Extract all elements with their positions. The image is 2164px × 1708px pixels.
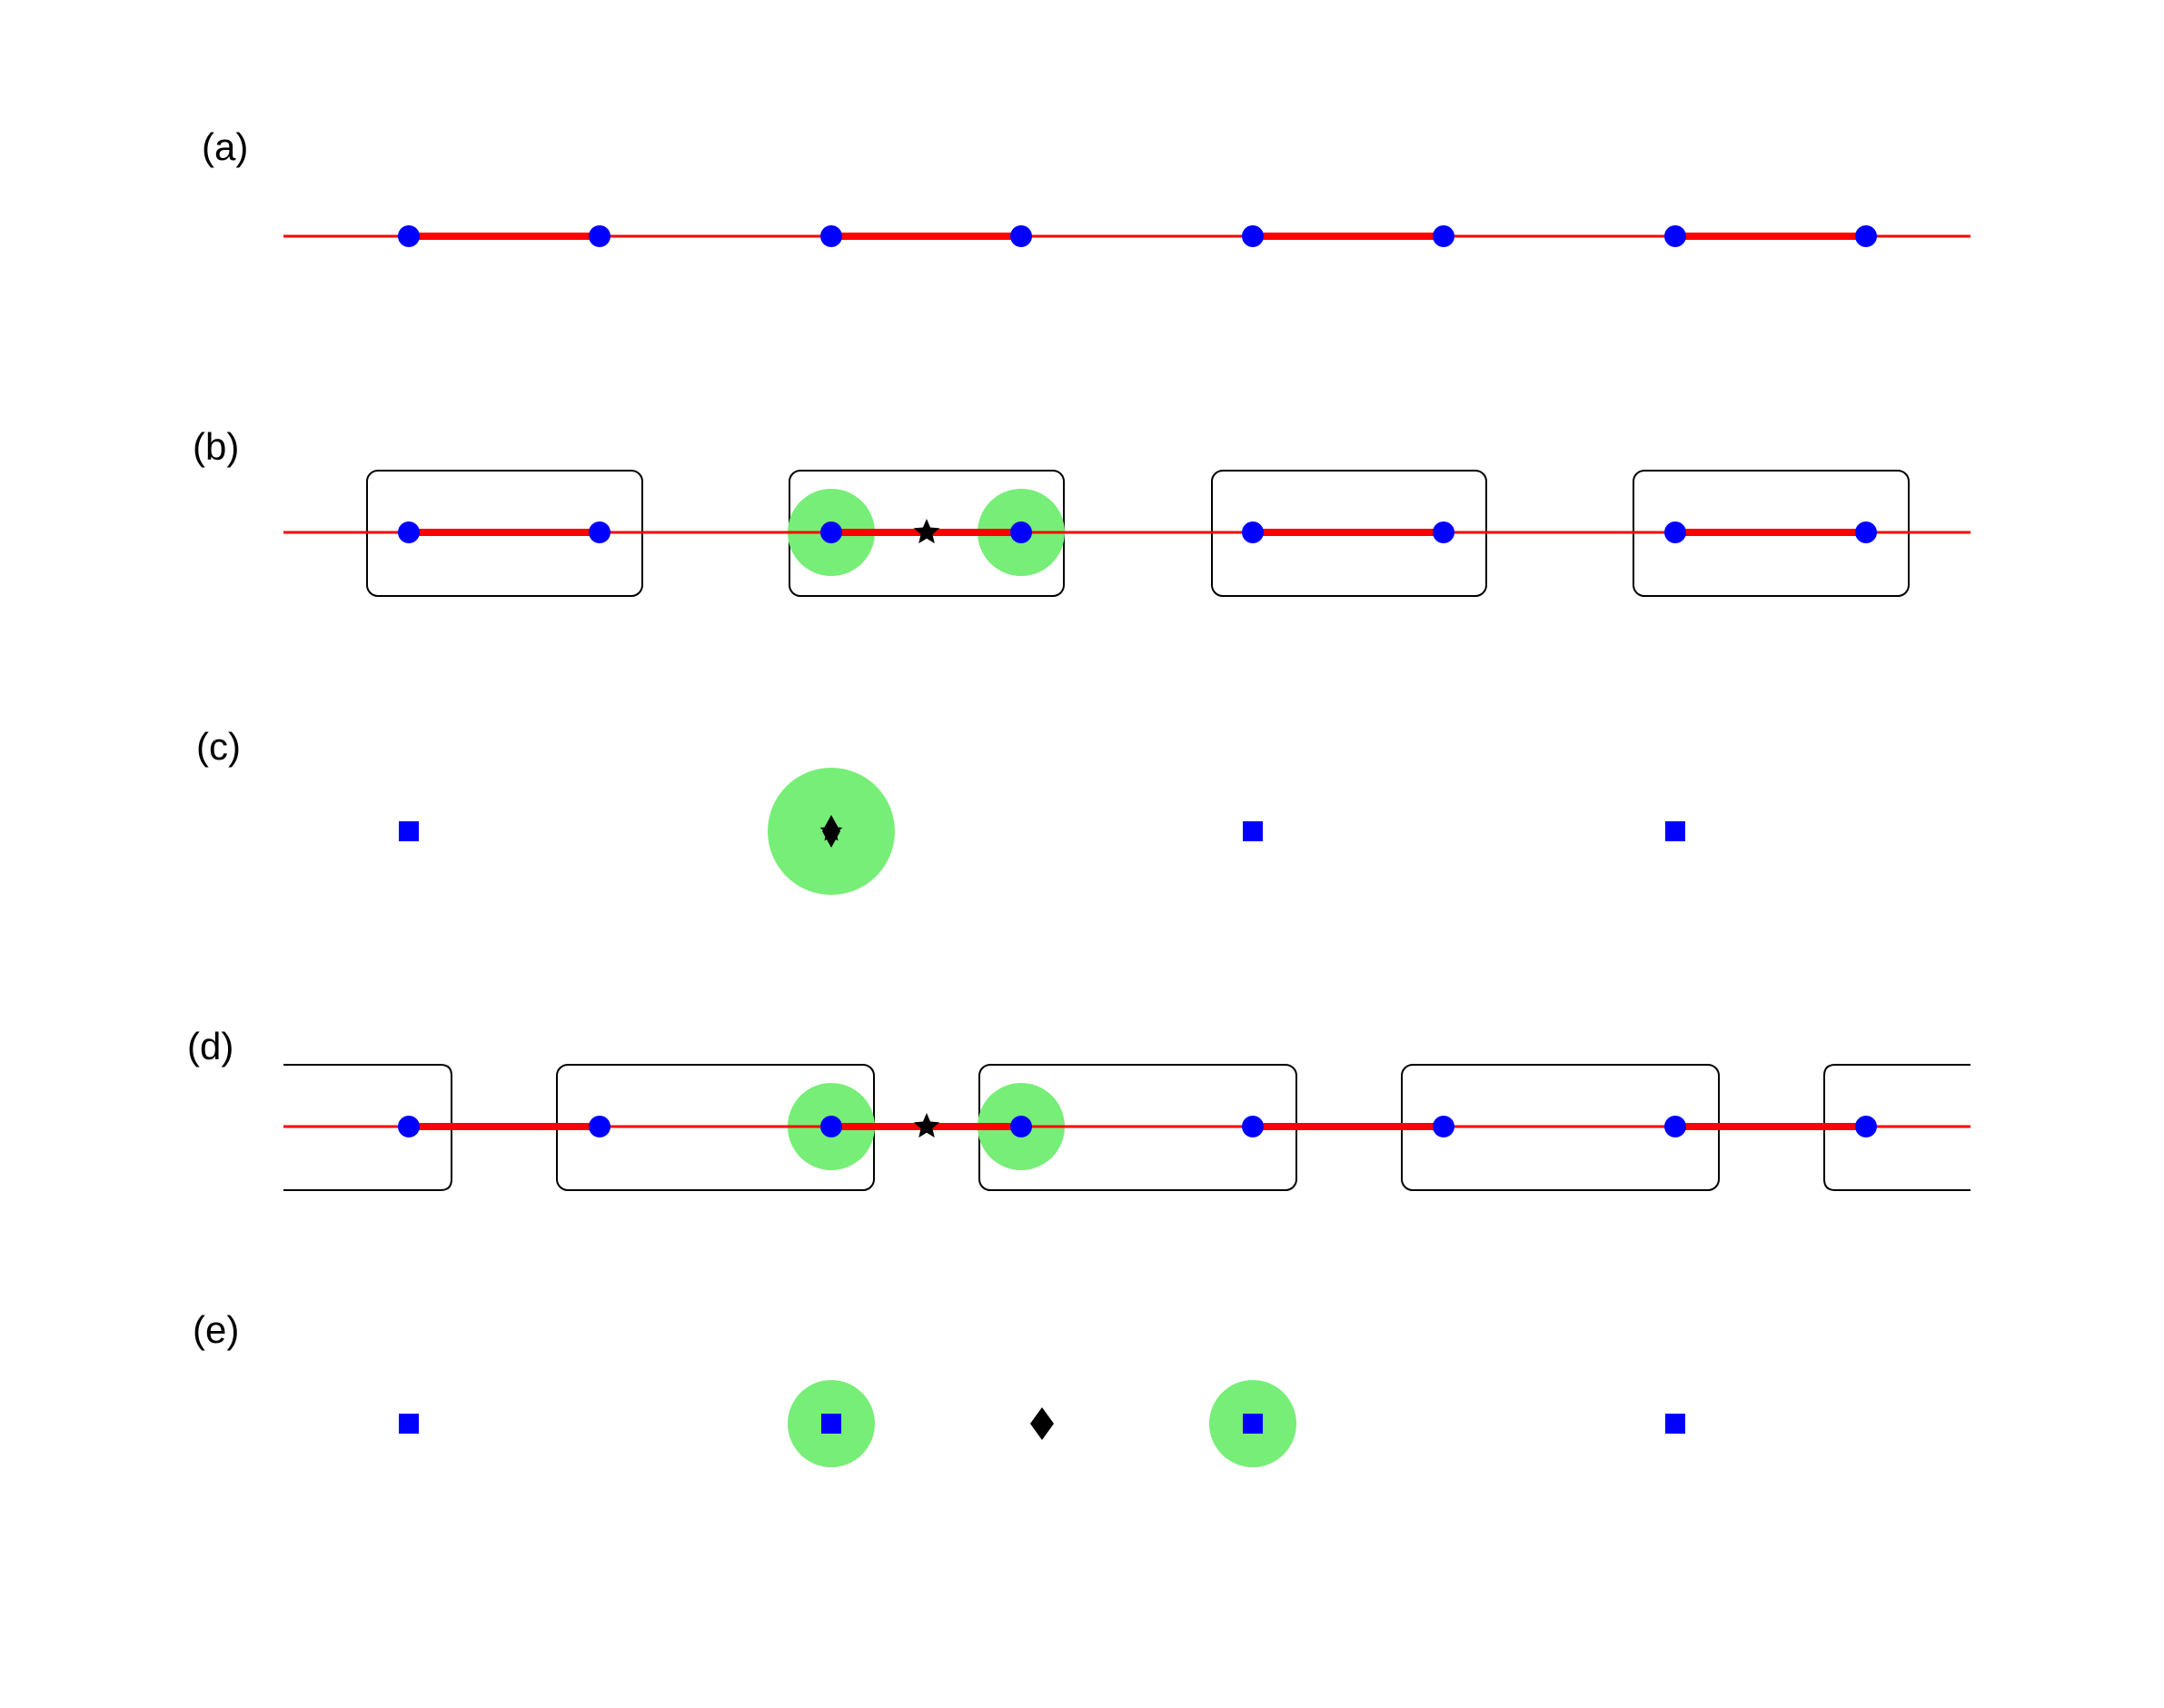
panel-label-e: (e) bbox=[193, 1308, 239, 1351]
panel-label-a: (a) bbox=[202, 125, 248, 168]
site-dot bbox=[1664, 521, 1686, 543]
site-dot bbox=[398, 521, 420, 543]
site-dot bbox=[1010, 1116, 1032, 1137]
panel-c: (c) bbox=[196, 725, 1685, 895]
site-dot bbox=[589, 1116, 610, 1137]
star-marker bbox=[819, 819, 843, 841]
site-dot bbox=[820, 1116, 842, 1137]
reduced-site bbox=[1665, 1414, 1685, 1434]
reduced-site bbox=[399, 821, 419, 841]
star-marker bbox=[913, 1113, 940, 1138]
site-dot bbox=[820, 521, 842, 543]
star-marker bbox=[913, 519, 940, 544]
site-dot bbox=[1433, 225, 1454, 247]
reduced-site bbox=[1665, 821, 1685, 841]
site-dot bbox=[1242, 521, 1264, 543]
reduced-site bbox=[399, 1414, 419, 1434]
site-dot bbox=[1010, 521, 1032, 543]
site-dot bbox=[820, 225, 842, 247]
site-dot bbox=[1664, 1116, 1686, 1137]
site-dot bbox=[398, 1116, 420, 1137]
site-dot bbox=[1433, 1116, 1454, 1137]
reduced-site bbox=[821, 1414, 841, 1434]
site-dot bbox=[1010, 225, 1032, 247]
panel-label-c: (c) bbox=[196, 725, 241, 768]
panel-label-b: (b) bbox=[193, 425, 239, 468]
site-dot bbox=[1855, 225, 1877, 247]
site-dot bbox=[589, 225, 610, 247]
site-dot bbox=[589, 521, 610, 543]
reduced-site bbox=[1243, 1414, 1263, 1434]
panel-d: (d) bbox=[187, 1025, 1970, 1191]
diamond-marker bbox=[1030, 1407, 1054, 1440]
panel-b: (b) bbox=[193, 425, 1970, 597]
site-dot bbox=[1664, 225, 1686, 247]
panel-label-d: (d) bbox=[187, 1025, 233, 1068]
site-dot bbox=[1242, 1116, 1264, 1137]
site-dot bbox=[1242, 225, 1264, 247]
panel-e: (e) bbox=[193, 1308, 1685, 1467]
reduced-site bbox=[1243, 821, 1263, 841]
site-dot bbox=[398, 225, 420, 247]
site-dot bbox=[1855, 1116, 1877, 1137]
site-dot bbox=[1433, 521, 1454, 543]
panel-a: (a) bbox=[202, 125, 1970, 247]
site-dot bbox=[1855, 521, 1877, 543]
